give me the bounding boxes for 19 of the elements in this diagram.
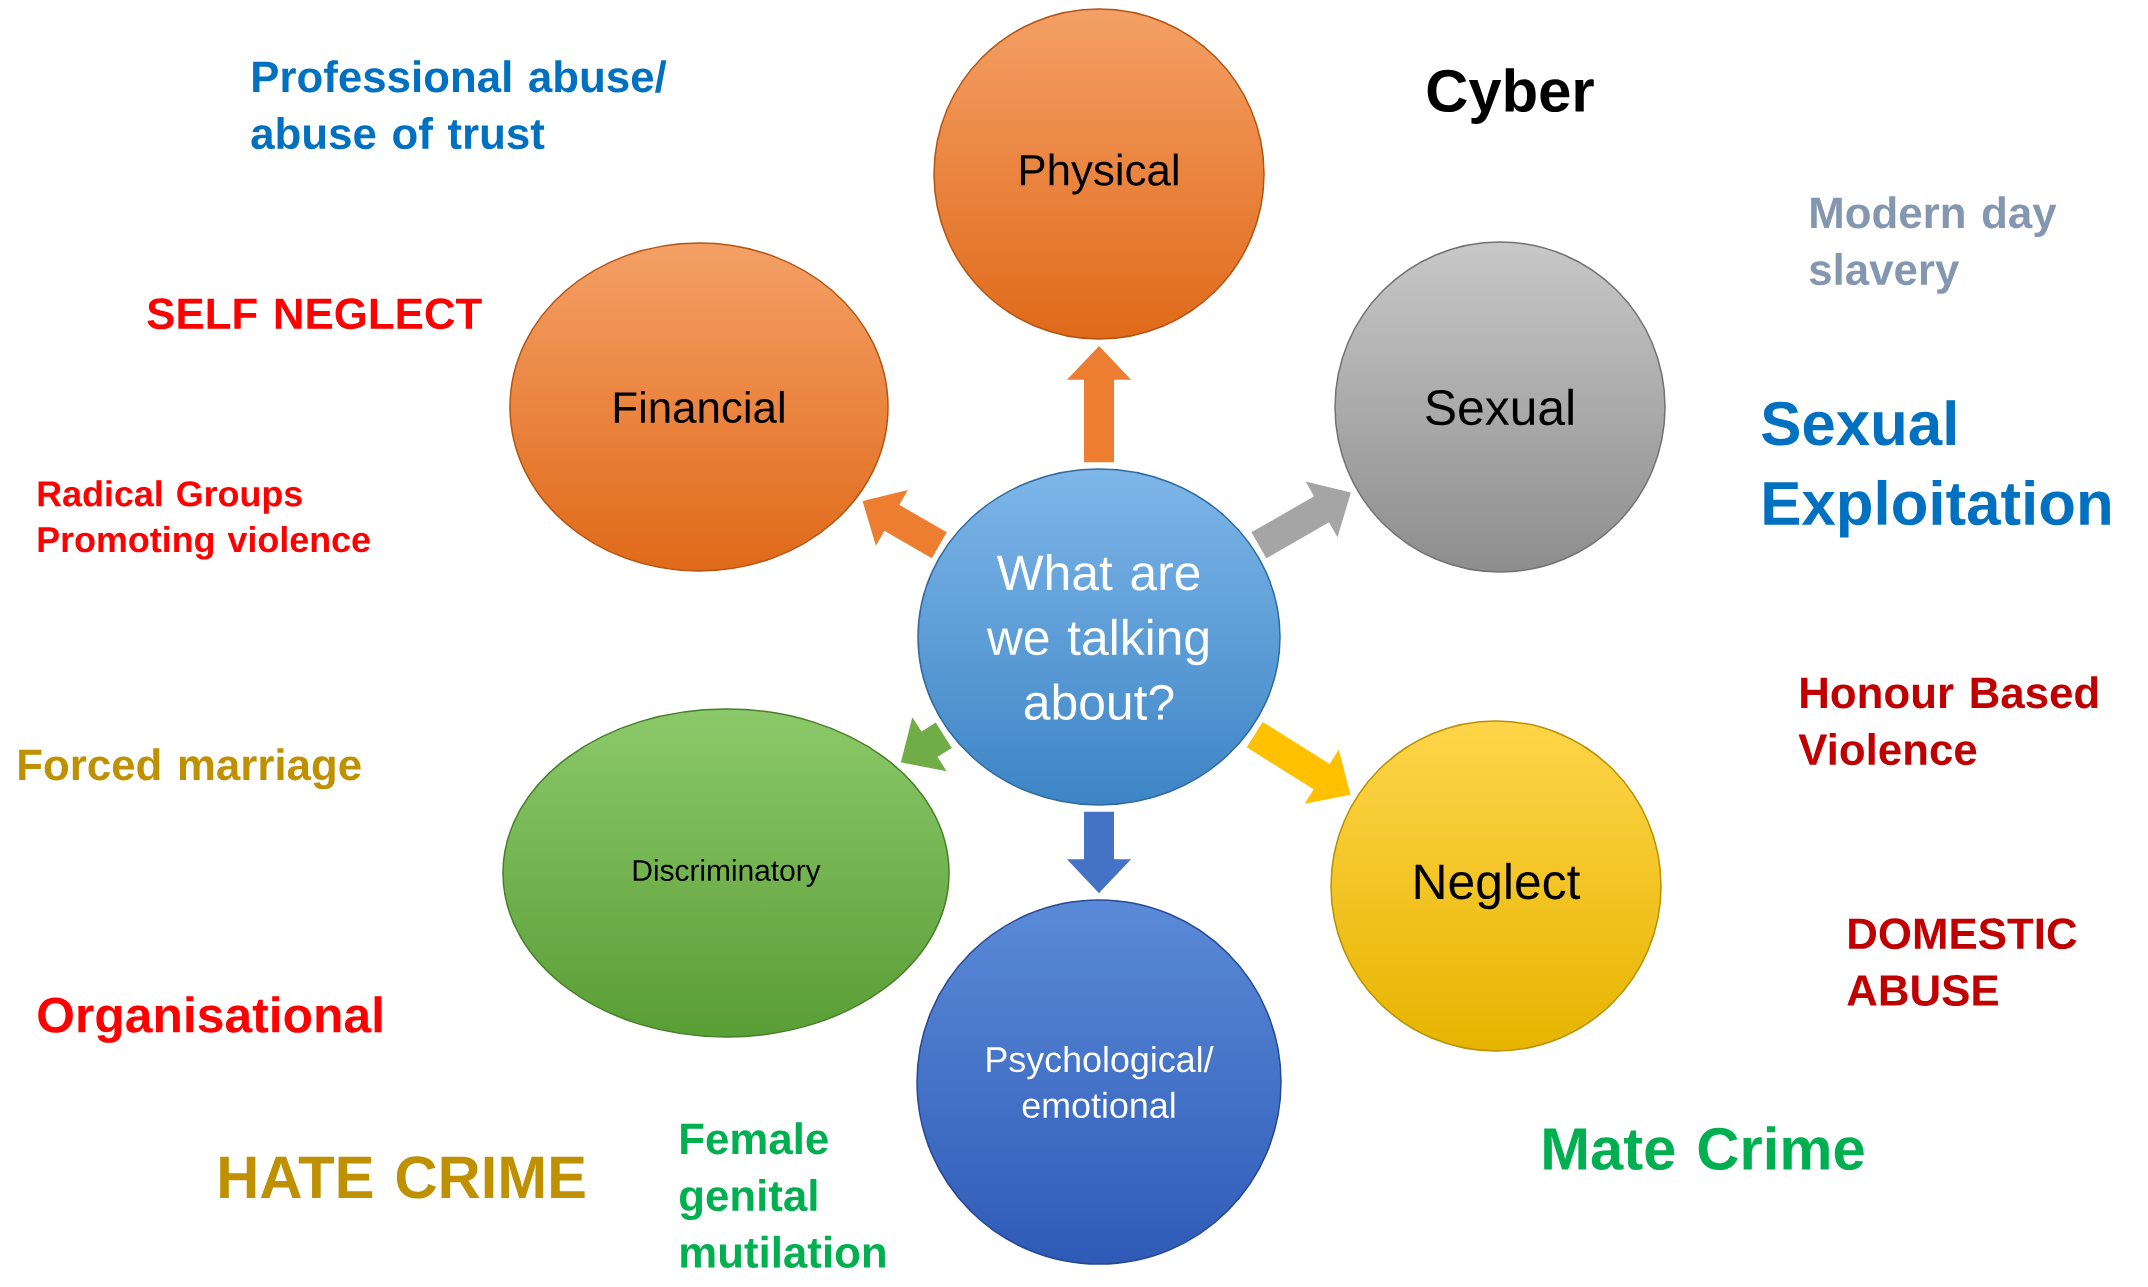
abuse-type-label: Female genital mutilation (680, 1122, 885, 1268)
circle-node: Psychological/ emotional (916, 899, 1282, 1265)
abuse-type-label: Sexual Exploitation (1762, 400, 2110, 538)
circle-node: Sexual (1334, 241, 1666, 573)
abuse-type-label: Modern day slavery (1809, 196, 2057, 294)
abuse-type-label: Mate Crime (1544, 1126, 1864, 1171)
circle-node: Financial (509, 242, 889, 572)
abuse-type-label: Organisational (38, 996, 382, 1043)
abuse-type-label: Cyber (1427, 68, 1594, 124)
abuse-type-label: Honour Based Violence (1798, 676, 2098, 766)
circle-node: Neglect (1330, 720, 1662, 1052)
abuse-type-label: Forced marriage (19, 748, 361, 790)
circle-node: What are we talking about? (917, 468, 1281, 806)
abuse-type-label: Professional abuse/ abuse of trust (251, 60, 667, 150)
abuse-type-label: DOMESTIC ABUSE (1847, 918, 2077, 1007)
abuse-type-label: HATE CRIME (220, 1156, 585, 1199)
abuse-type-label: Radical Groups Promoting violence (38, 480, 370, 560)
circle-node: Discriminatory (502, 708, 950, 1038)
circle-node: Physical (933, 8, 1265, 340)
